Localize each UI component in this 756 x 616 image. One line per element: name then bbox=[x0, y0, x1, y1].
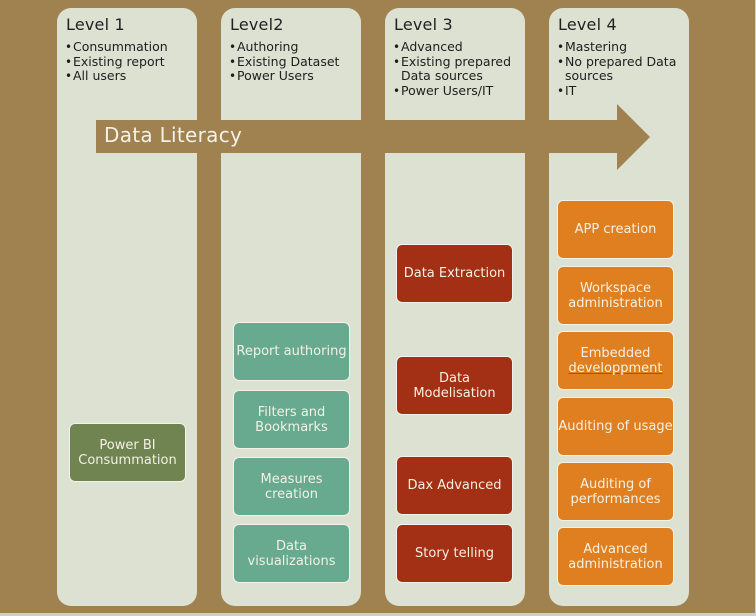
bullet-item: Power Users bbox=[229, 68, 359, 84]
level-3-column: Level 3 Advanced Existing prepared Data … bbox=[385, 8, 525, 606]
skill-box-filters-bookmarks: Filters and Bookmarks bbox=[233, 390, 350, 449]
level-2-column: Level2 Authoring Existing Dataset Power … bbox=[221, 8, 361, 606]
bullet-item: Mastering bbox=[557, 39, 687, 55]
bullet-item: Existing report bbox=[65, 54, 195, 70]
skill-box-data-extraction: Data Extraction bbox=[396, 244, 513, 303]
bullet-item: All users bbox=[65, 68, 195, 84]
bullet-item: Existing prepared Data sources bbox=[393, 54, 523, 84]
skill-box-auditing-performances: Auditing of performances bbox=[557, 462, 674, 521]
bullet-item: Advanced bbox=[393, 39, 523, 55]
skill-box-dax-advanced: Dax Advanced bbox=[396, 456, 513, 515]
skill-box-auditing-usage: Auditing of usage bbox=[557, 397, 674, 456]
box-line-1: Embedded bbox=[580, 345, 651, 361]
level-1-column: Level 1 Consummation Existing report All… bbox=[57, 8, 197, 606]
skill-box-data-modelisation: Data Modelisation bbox=[396, 356, 513, 415]
skill-box-app-creation: APP creation bbox=[557, 200, 674, 259]
skill-box-advanced-administration: Advanced administration bbox=[557, 527, 674, 586]
level-3-bullets: Advanced Existing prepared Data sources … bbox=[393, 39, 523, 99]
bullet-item: Consummation bbox=[65, 39, 195, 55]
skill-box-story-telling: Story telling bbox=[396, 524, 513, 583]
bullet-item: No prepared Data sources bbox=[557, 54, 687, 84]
skill-box-report-authoring: Report authoring bbox=[233, 322, 350, 381]
bullet-item: Existing Dataset bbox=[229, 54, 359, 70]
level-3-title: Level 3 bbox=[394, 15, 453, 34]
skill-box-power-bi-consummation: Power BI Consummation bbox=[69, 423, 186, 482]
level-4-bullets: Mastering No prepared Data sources IT bbox=[557, 39, 687, 99]
level-1-bullets: Consummation Existing report All users bbox=[65, 39, 195, 84]
level-4-title: Level 4 bbox=[558, 15, 617, 34]
skill-box-workspace-administration: Workspace administration bbox=[557, 266, 674, 325]
box-line-2-misspelled: developpment bbox=[568, 360, 663, 376]
bullet-item: IT bbox=[557, 83, 687, 99]
level-2-title: Level2 bbox=[230, 15, 284, 34]
bullet-item: Power Users/IT bbox=[393, 83, 523, 99]
level-2-bullets: Authoring Existing Dataset Power Users bbox=[229, 39, 359, 84]
skill-box-data-visualizations: Data visualizations bbox=[233, 524, 350, 583]
data-literacy-label: Data Literacy bbox=[104, 123, 243, 147]
level-1-title: Level 1 bbox=[66, 15, 125, 34]
skill-box-measures-creation: Measures creation bbox=[233, 457, 350, 516]
bullet-item: Authoring bbox=[229, 39, 359, 55]
skill-box-embedded-developpment: Embedded developpment bbox=[557, 331, 674, 390]
